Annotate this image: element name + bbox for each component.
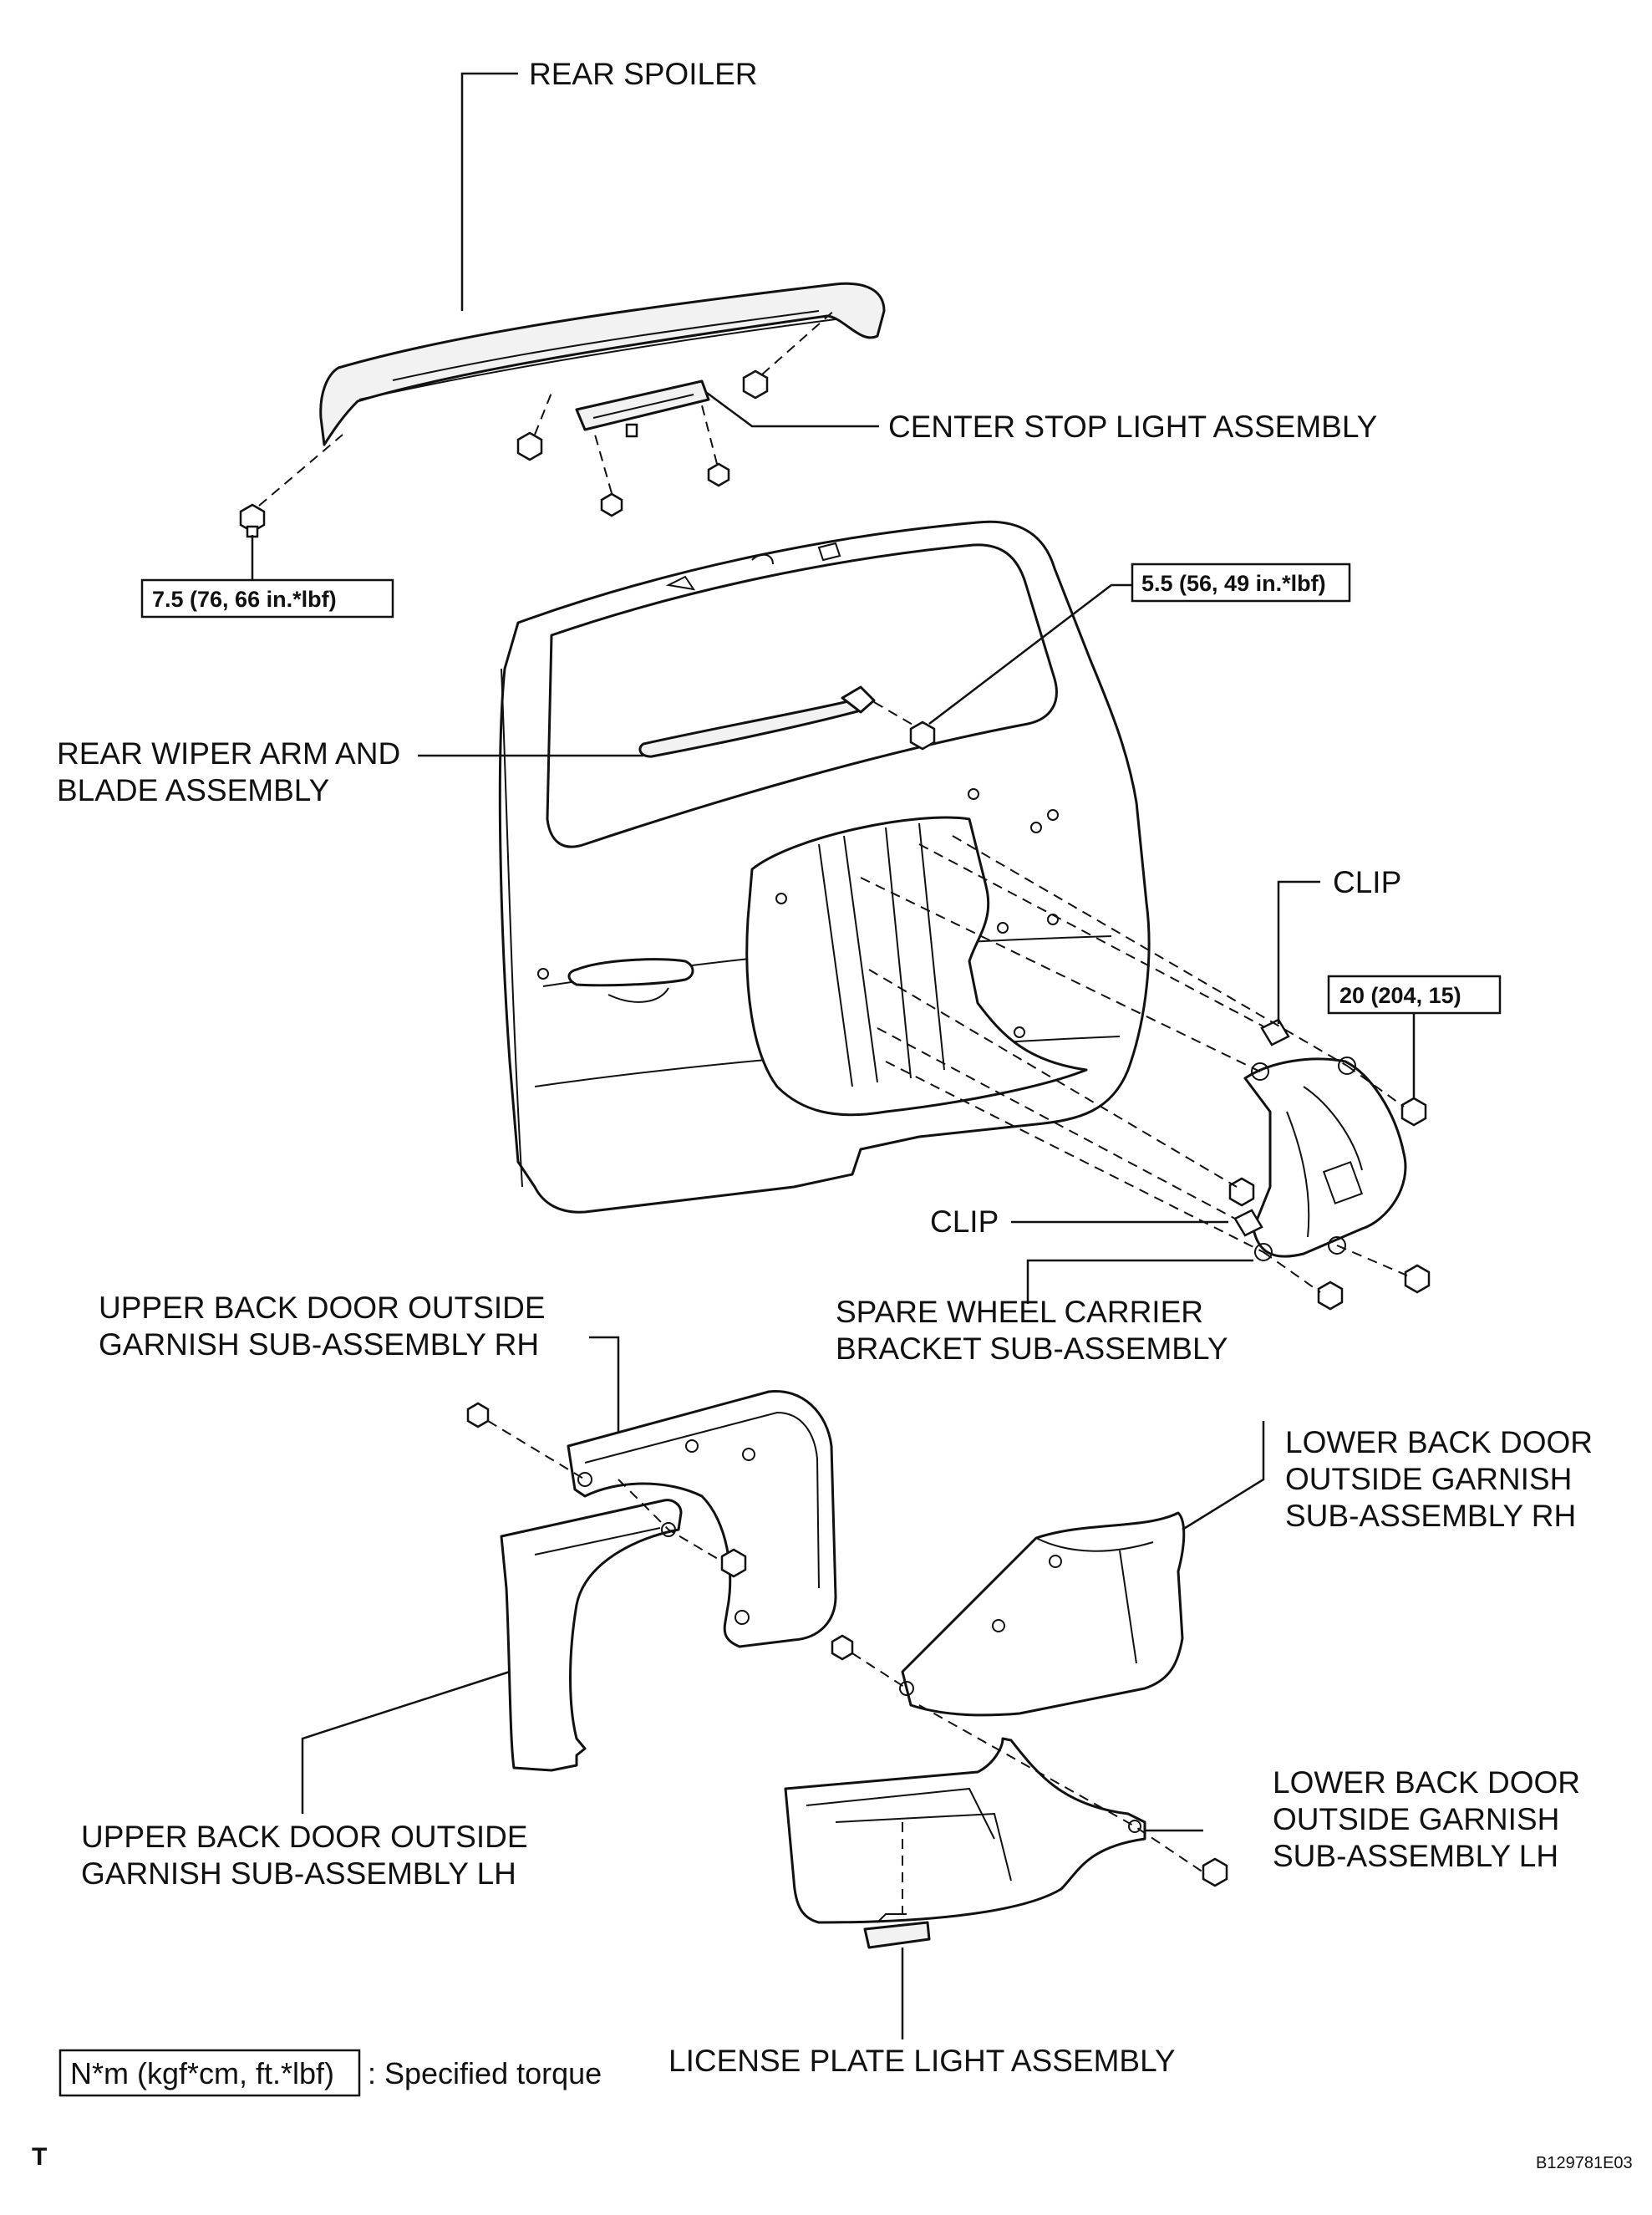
rear-wiper-arm-part (638, 685, 876, 758)
upper-garnish-center-bolt (720, 1548, 747, 1578)
lower-garnish-lh-bolt (1202, 1857, 1228, 1887)
torque-box-spoiler (140, 578, 394, 619)
stop-light-screw-right-path (701, 405, 718, 465)
wiper-torque-leader (928, 583, 1132, 725)
carrier-align-1 (918, 843, 1264, 1027)
carrier-bolt-1 (1400, 1097, 1427, 1127)
upper-garnish-rh-bolt (466, 1402, 490, 1428)
stop-light-screw-right (707, 462, 730, 487)
carrier-bolt-4 (1228, 1177, 1255, 1207)
label-rear-wiper-line2: BLADE ASSEMBLY (57, 773, 329, 807)
upper-garnish-lh-leader (301, 1670, 511, 1814)
label-lower-garnish-lh-line1: LOWER BACK DOOR (1273, 1765, 1580, 1800)
corner-mark: T (32, 2143, 47, 2171)
legend-unit-box (58, 2049, 361, 2097)
upper-garnish-rh-leader (589, 1336, 620, 1433)
carrier-align-7 (1346, 1065, 1405, 1108)
label-lower-garnish-rh-line1: LOWER BACK DOOR (1285, 1425, 1593, 1459)
label-lower-garnish-lh-line2: OUTSIDE GARNISH (1273, 1802, 1559, 1836)
torque-box-wiper (1131, 563, 1351, 603)
carrier-align-5 (877, 1027, 1236, 1220)
upper-garnish-rh-part (567, 1389, 837, 1648)
label-rear-wiper-line1: REAR WIPER ARM AND (57, 736, 400, 771)
label-upper-garnish-lh-line2: GARNISH SUB-ASSEMBLY LH (81, 1856, 516, 1891)
torque-box-carrier (1327, 975, 1502, 1015)
upper-garnish-lh-align (618, 1479, 723, 1562)
back-door-panel (498, 520, 1151, 1214)
stop-light-screw-left-path (594, 434, 613, 494)
lower-garnish-rh-part (899, 1511, 1186, 1717)
rear-spoiler-leader (460, 72, 518, 311)
torque-carrier-bolt: 20 (204, 15) (1339, 983, 1461, 1008)
clip-upper-leader (1277, 880, 1320, 1024)
lower-garnish-lh-align (918, 1704, 1204, 1873)
license-plate-light-part (863, 1913, 931, 1949)
legend-description: : Specified torque (368, 2056, 602, 2090)
spare-wheel-carrier-bracket-part (1243, 1057, 1407, 1261)
carrier-align-6 (885, 1061, 1264, 1253)
spoiler-bolt-left-path (258, 434, 343, 507)
spoiler-bolt-center (516, 431, 543, 461)
label-lower-garnish-lh-line3: SUB-ASSEMBLY LH (1273, 1839, 1558, 1873)
stop-light-screw-left (600, 492, 623, 517)
clip-part-lower (1233, 1209, 1263, 1237)
label-upper-garnish-lh-line1: UPPER BACK DOOR OUTSIDE (81, 1820, 528, 1854)
label-spare-wheel-line2: BRACKET SUB-ASSEMBLY (836, 1332, 1228, 1366)
carrier-align-8 (1336, 1245, 1408, 1276)
carrier-bolt-3 (1317, 1281, 1344, 1311)
lower-garnish-lh-part (784, 1737, 1146, 1924)
label-clip-lower: CLIP (930, 1204, 999, 1239)
lower-garnish-rh-bolt-path (851, 1652, 907, 1689)
legend-unit-text: N*m (kgf*cm, ft.*lbf) (70, 2056, 334, 2090)
label-license-plate-light: LICENSE PLATE LIGHT ASSEMBLY (668, 2044, 1176, 2078)
spoiler-bolt-center-path (534, 392, 552, 435)
wiper-nut-path (873, 701, 915, 726)
label-upper-garnish-rh-line1: UPPER BACK DOOR OUTSIDE (99, 1291, 546, 1325)
spare-wheel-leader (1026, 1259, 1253, 1304)
lower-garnish-rh-bolt (831, 1634, 854, 1661)
spoiler-bolt-right (742, 369, 769, 400)
wiper-nut (909, 721, 936, 751)
label-lower-garnish-rh-line3: SUB-ASSEMBLY RH (1285, 1499, 1576, 1533)
center-stop-light-leader (706, 391, 879, 428)
upper-garnish-lh-part (500, 1499, 683, 1772)
label-clip-upper: CLIP (1333, 865, 1401, 899)
center-stop-light-part (575, 379, 710, 438)
torque-spoiler-bolt: 7.5 (76, 66 in.*lbf) (152, 587, 337, 612)
label-rear-spoiler: REAR SPOILER (529, 57, 757, 91)
carrier-align-3 (860, 877, 1261, 1072)
lower-garnish-rh-leader (1182, 1421, 1265, 1531)
carrier-align-2 (952, 835, 1348, 1067)
carrier-bolt-2 (1404, 1264, 1431, 1294)
label-spare-wheel-line1: SPARE WHEEL CARRIER (836, 1295, 1203, 1329)
torque-wiper-nut: 5.5 (56, 49 in.*lbf) (1141, 571, 1326, 596)
carrier-align-9 (1263, 1251, 1321, 1293)
carrier-align-4 (868, 969, 1238, 1188)
spoiler-bolt-left (239, 503, 266, 538)
label-center-stop-light: CENTER STOP LIGHT ASSEMBLY (888, 410, 1377, 444)
figure-code: B129781E03 (1536, 2154, 1633, 2172)
upper-garnish-rh-bolt-path (487, 1420, 586, 1480)
label-lower-garnish-rh-line2: OUTSIDE GARNISH (1285, 1462, 1572, 1496)
label-upper-garnish-rh-line2: GARNISH SUB-ASSEMBLY RH (99, 1327, 539, 1362)
